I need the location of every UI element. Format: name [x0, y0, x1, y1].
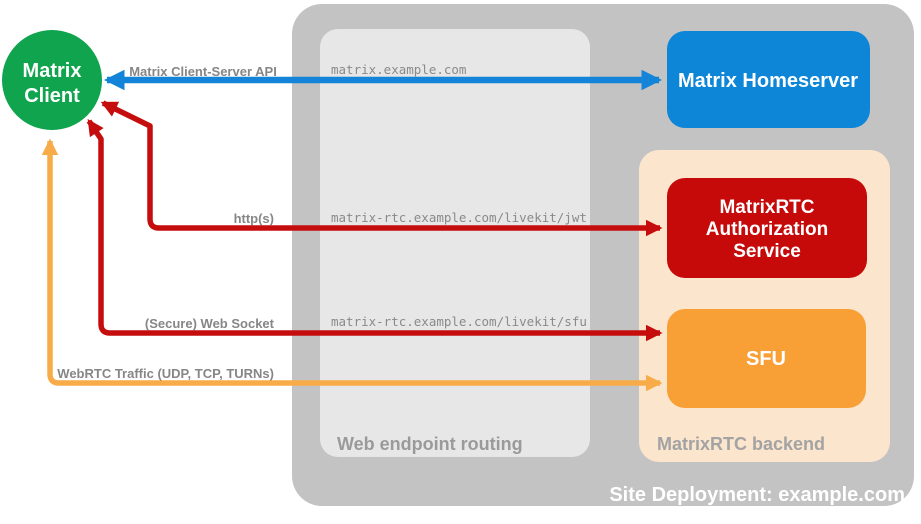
matrix-homeserver-node	[667, 31, 870, 128]
sfu-node	[667, 309, 866, 408]
matrix-client-label-line2: Client	[24, 85, 80, 107]
auth-service-label-line3: Service	[733, 241, 801, 262]
endpoint-livekit-sfu: matrix-rtc.example.com/livekit/sfu	[331, 314, 587, 329]
site-deployment-label: Site Deployment: example.com	[609, 484, 905, 506]
auth-service-label-line1: MatrixRTC	[719, 197, 814, 218]
matrix-homeserver-label: Matrix Homeserver	[678, 70, 858, 92]
endpoint-matrix-example-com: matrix.example.com	[331, 62, 466, 77]
edge-webrtc-traffic-label: WebRTC Traffic (UDP, TCP, TURNs)	[57, 366, 274, 381]
edge-webrtc-traffic	[41, 138, 663, 392]
endpoint-livekit-jwt: matrix-rtc.example.com/livekit/jwt	[331, 210, 587, 225]
auth-service-node	[667, 178, 867, 278]
sfu-label: SFU	[746, 348, 786, 370]
edge-client-server-api-label: Matrix Client-Server API	[129, 64, 277, 79]
edge-http-jwt-label: http(s)	[234, 211, 274, 226]
auth-service-label-line2: Authorization	[706, 219, 828, 240]
matrix-client-label-line1: Matrix	[23, 60, 82, 82]
edge-websocket-sfu-label: (Secure) Web Socket	[145, 316, 275, 331]
web-endpoint-routing-box	[320, 29, 590, 457]
web-endpoint-routing-label: Web endpoint routing	[337, 434, 523, 454]
matrix-client-node	[2, 30, 102, 130]
matrixrtc-backend-label: MatrixRTC backend	[657, 434, 825, 454]
